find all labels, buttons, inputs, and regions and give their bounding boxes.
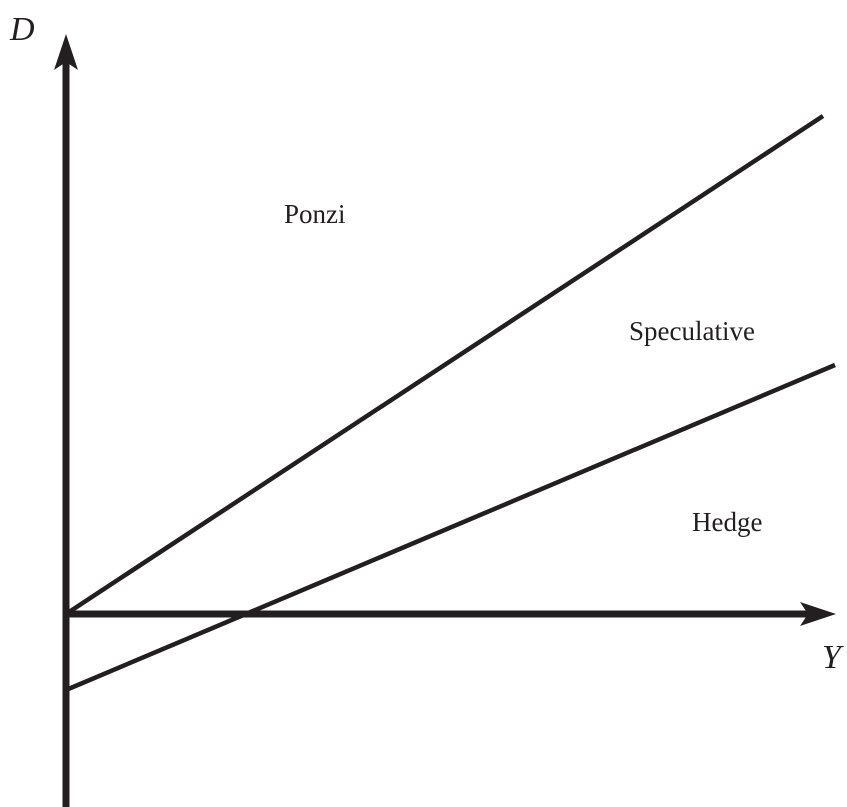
vertical-axis-label: D: [9, 11, 35, 48]
region-label-speculative: Speculative: [629, 316, 755, 346]
horizontal-axis-arrowhead: [800, 602, 836, 626]
horizontal-axis-label: Y: [822, 639, 844, 676]
ponzi-boundary-line: [64, 114, 825, 616]
region-label-hedge: Hedge: [692, 507, 762, 537]
vertical-axis-arrowhead: [54, 34, 78, 70]
region-label-ponzi: Ponzi: [284, 199, 346, 229]
hedge-boundary-line: [65, 362, 836, 693]
